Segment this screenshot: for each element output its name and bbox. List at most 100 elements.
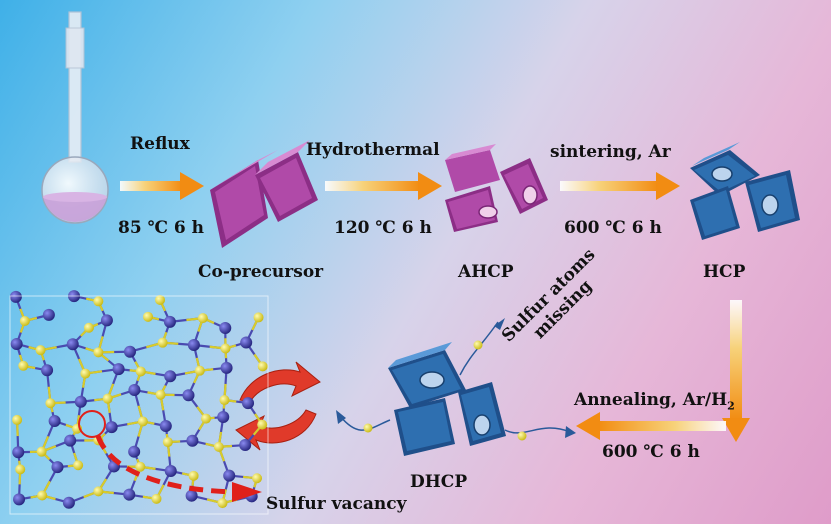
- sulfur-atom: [135, 366, 146, 377]
- sulfur-atom: [73, 460, 84, 471]
- sulfur-atom: [45, 398, 56, 409]
- sintering-condition: 600 ℃ 6 h: [564, 218, 662, 238]
- hydrothermal-label: Hydrothermal: [306, 140, 440, 160]
- cobalt-atom: [9, 290, 22, 303]
- cobalt-atom: [185, 489, 198, 502]
- cobalt-atom: [220, 361, 233, 374]
- sulfur-atom: [93, 296, 104, 307]
- sulfur-atom: [93, 486, 104, 497]
- sulfur-atom: [157, 337, 168, 348]
- cobalt-atom: [64, 434, 77, 447]
- co-precursor-blocks: [210, 140, 318, 248]
- sulfur-atom: [252, 473, 263, 484]
- cobalt-atom: [12, 446, 25, 459]
- sulfur-atom: [19, 315, 30, 326]
- sulfur-atom: [36, 446, 47, 457]
- cobalt-atom: [10, 337, 23, 350]
- cobalt-atom: [66, 338, 79, 351]
- sulfur-atom: [137, 416, 148, 427]
- sulfur-atom: [253, 312, 264, 323]
- flask-icon: [41, 11, 109, 224]
- sulfur-atom: [217, 498, 228, 509]
- sulfur-atom: [93, 347, 104, 358]
- sulfur-atom: [151, 493, 162, 504]
- hcp-blocks: [690, 142, 800, 240]
- sulfur-atom: [143, 311, 154, 322]
- cycle-arrows-icon: [235, 361, 321, 451]
- sulfur-atom: [83, 322, 94, 333]
- sulfur-atom: [473, 340, 483, 350]
- cobalt-atom: [242, 397, 255, 410]
- reflux-arrow: [120, 172, 204, 200]
- cobalt-atom: [112, 363, 125, 376]
- cobalt-atom: [41, 364, 54, 377]
- dhcp-label: DHCP: [410, 472, 468, 492]
- cobalt-atom: [219, 321, 232, 334]
- cobalt-atom: [100, 314, 113, 327]
- ahcp-blocks: [445, 144, 548, 232]
- sulfur-atom: [37, 490, 48, 501]
- annealing-condition: 600 ℃ 6 h: [602, 442, 700, 462]
- cobalt-atom: [105, 421, 118, 434]
- reflux-condition: 85 ℃ 6 h: [118, 218, 204, 238]
- sulfur-atom: [220, 343, 231, 354]
- sulfur-atom: [155, 294, 166, 305]
- cobalt-atom: [128, 384, 141, 397]
- cobalt-atom: [186, 434, 199, 447]
- lattice-frame: [9, 295, 269, 515]
- vacancy-marker: [78, 410, 262, 502]
- cobalt-atom: [128, 445, 141, 458]
- cobalt-atom: [13, 493, 26, 506]
- sintering-label: sintering, Ar: [550, 142, 671, 162]
- cobalt-atom: [159, 419, 172, 432]
- sulfur-atom: [135, 461, 146, 472]
- sulfur-atom: [162, 437, 173, 448]
- sulfur-atom: [363, 423, 373, 433]
- sulfur-atom: [219, 395, 230, 406]
- hcp-label: HCP: [703, 262, 746, 282]
- crystal-lattice: [9, 290, 268, 509]
- sulfur-atom: [80, 368, 91, 379]
- cobalt-atom: [123, 345, 136, 358]
- cobalt-atom: [164, 370, 177, 383]
- annealing-arrow: [576, 412, 726, 440]
- sulfur-atom: [102, 393, 113, 404]
- ahcp-label: AHCP: [458, 262, 514, 282]
- reflux-label: Reflux: [130, 134, 190, 154]
- cobalt-atom: [42, 308, 55, 321]
- sulfur-atom: [517, 431, 527, 441]
- sintering-arrow: [560, 172, 680, 200]
- annealing-label: Annealing, Ar/H2: [574, 390, 735, 413]
- co-precursor-label: Co-precursor: [198, 262, 324, 282]
- cobalt-atom: [187, 338, 200, 351]
- cobalt-atom: [51, 461, 64, 474]
- hydrothermal-condition: 120 ℃ 6 h: [334, 218, 432, 238]
- sulfur-atom: [18, 360, 29, 371]
- sulfur-atom: [194, 365, 205, 376]
- sulfur-atom: [257, 361, 268, 372]
- sulfur-atom: [197, 313, 208, 324]
- sulfur-atom: [188, 470, 199, 481]
- sulfur-atom: [155, 389, 166, 400]
- cobalt-atom: [217, 411, 230, 424]
- cobalt-atom: [163, 315, 176, 328]
- cobalt-atom: [223, 469, 236, 482]
- sulfur-atom: [201, 413, 212, 424]
- sulfur-vacancy-label: Sulfur vacancy: [266, 494, 407, 514]
- sulfur-atom: [257, 419, 268, 430]
- cobalt-atom: [74, 395, 87, 408]
- cobalt-atom: [123, 488, 136, 501]
- cobalt-atom: [164, 465, 177, 478]
- sulfur-atom: [213, 441, 224, 452]
- cobalt-atom: [48, 415, 61, 428]
- down-arrow: [722, 300, 750, 442]
- cobalt-atom: [239, 439, 252, 452]
- sulfur-atom: [12, 414, 23, 425]
- hydrothermal-arrow: [325, 172, 442, 200]
- cobalt-atom: [62, 496, 75, 509]
- cobalt-atom: [182, 389, 195, 402]
- dhcp-blocks: [388, 342, 506, 456]
- sulfur-atom: [15, 464, 26, 475]
